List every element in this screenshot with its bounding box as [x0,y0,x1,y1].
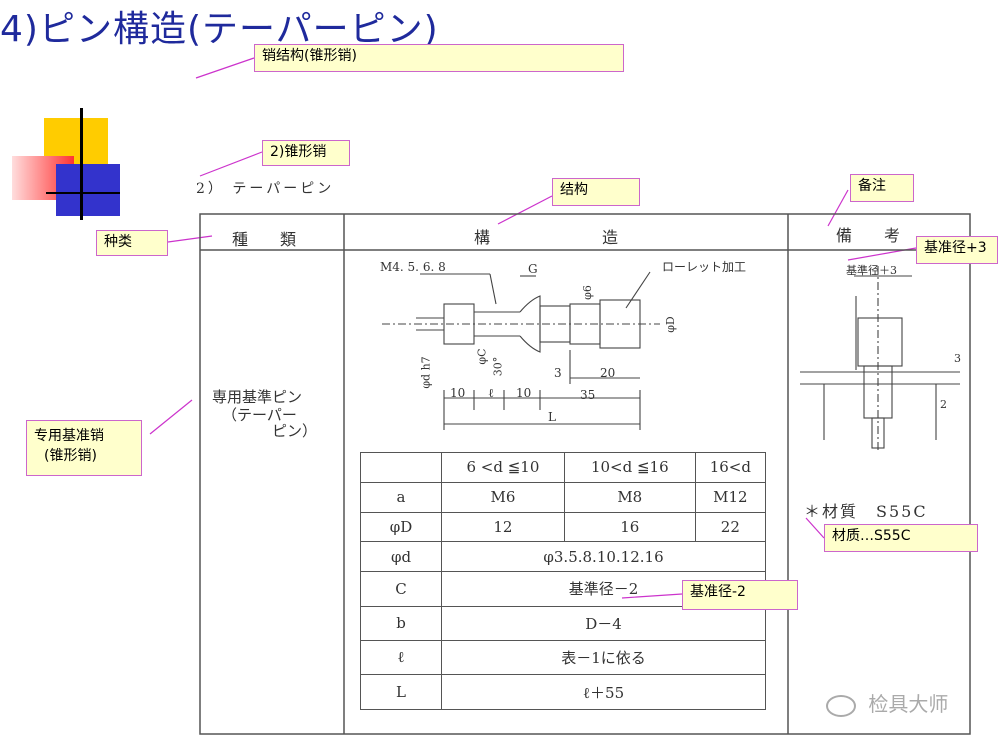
table-cell [360,452,442,483]
wechat-icon [826,694,856,717]
label-phiD: φD [663,316,677,333]
note-structure: 结构 [552,178,640,206]
callout-line-remarks [827,189,849,227]
table-cell: φ3.5.8.10.12.16 [441,541,766,573]
label-remark-3: 3 [954,352,961,365]
header-remarks: 備 考 [836,226,901,245]
note-category: 种类 [96,230,168,256]
table-cell: M12 [694,481,767,513]
table-cell: 6 <d ≦10 [441,452,565,483]
label-dimL1: ℓ [488,386,494,400]
callout-line-dedicated [149,399,193,435]
note-dedicated-line2: (锥形销) [44,448,97,464]
callout-line-taper-pin [199,151,263,177]
label-phid: φd h7 [419,356,433,389]
label-knurl: ローレット加工 [662,260,747,274]
header-structure: 構 造 [474,228,619,247]
note-taper-pin: 2)锥形销 [262,140,350,166]
label-g: G [528,262,538,276]
table-cell: M6 [441,481,565,513]
note-pin-structure: 销结构(锥形销) [254,44,624,72]
callout-line-structure [497,195,553,225]
horizontal-line-decoration [46,192,120,194]
table-cell: ℓ [360,639,442,676]
table-row: 6 <d ≦10 10<d ≦16 16<d [360,452,767,483]
callout-line-pin-structure [195,57,255,79]
table-row: ℓ 表－1に依る [360,639,766,676]
watermark: 检具大师 [826,688,948,717]
note-dedicated-pin: 专用基准销 (锥形销) [26,420,142,476]
table-row: a M6 M8 M12 [360,481,767,513]
table-cell: M8 [563,481,696,513]
label-angle: 30° [491,356,505,377]
label-phiC: φC [475,348,489,365]
label-dim20: 20 [600,366,616,380]
table-cell: φd [360,541,442,573]
table-cell: b [360,605,442,642]
doc-subtitle: 2） テーパーピン [196,181,335,197]
table-cell: 16 [563,511,696,543]
callout-line-material [805,517,825,539]
table-cell: 表－1に依る [441,639,766,676]
watermark-text: 检具大师 [868,692,949,716]
table-cell: φD [360,511,442,543]
table-row: L ℓ＋55 [360,674,766,710]
type-label-line2: （テーパー [222,406,297,424]
type-label-line3: ピン） [272,422,318,440]
table-cell: C [360,571,442,607]
note-material: 材质…S55C [824,524,978,552]
note-dedicated-line1: 专用基准销 [34,428,104,444]
table-cell: L [360,674,442,710]
table-cell: ℓ＋55 [441,674,766,710]
table-row: b D－4 [360,605,766,642]
table-row: φD 12 16 22 [360,511,767,543]
table-row: φd φ3.5.8.10.12.16 [360,541,766,573]
label-dimL: L [548,410,556,424]
table-cell: D－4 [441,605,766,642]
table-cell: 22 [694,511,767,543]
table-cell: 10<d ≦16 [563,452,696,483]
callout-line-category [167,235,213,243]
type-label-line1: 専用基準ピン [212,388,303,406]
label-dim3: 3 [554,366,562,380]
label-phi6: φ6 [580,285,594,300]
blue-square-decoration [56,164,120,216]
table-cell: 12 [441,511,565,543]
vertical-line-decoration [80,108,83,220]
pin-drawing [382,271,660,430]
doc-outer-frame [199,213,971,735]
label-remark-2: 2 [940,398,947,411]
table-cell: a [360,481,442,513]
material-note: ＊材質 S55C [804,502,928,521]
table-cell: 16<d [694,452,767,483]
note-base-plus3: 基准径+3 [916,236,998,264]
label-dim10a: 10 [450,386,466,400]
remarks-drawing [800,266,960,450]
slide-title: 4)ピン構造(テーパーピン) [0,9,439,50]
note-base-minus2: 基准径-2 [682,580,798,610]
header-type: 種 類 [232,230,297,249]
label-dim35: 35 [580,388,596,402]
label-remark-dim: 基準径＋3 [846,264,897,277]
label-dim10b: 10 [516,386,532,400]
note-remarks: 备注 [850,174,914,202]
spec-table: 6 <d ≦10 10<d ≦16 16<d a M6 M8 M12 φD 12… [360,452,767,710]
label-thread: M4. 5. 6. 8 [380,260,446,274]
